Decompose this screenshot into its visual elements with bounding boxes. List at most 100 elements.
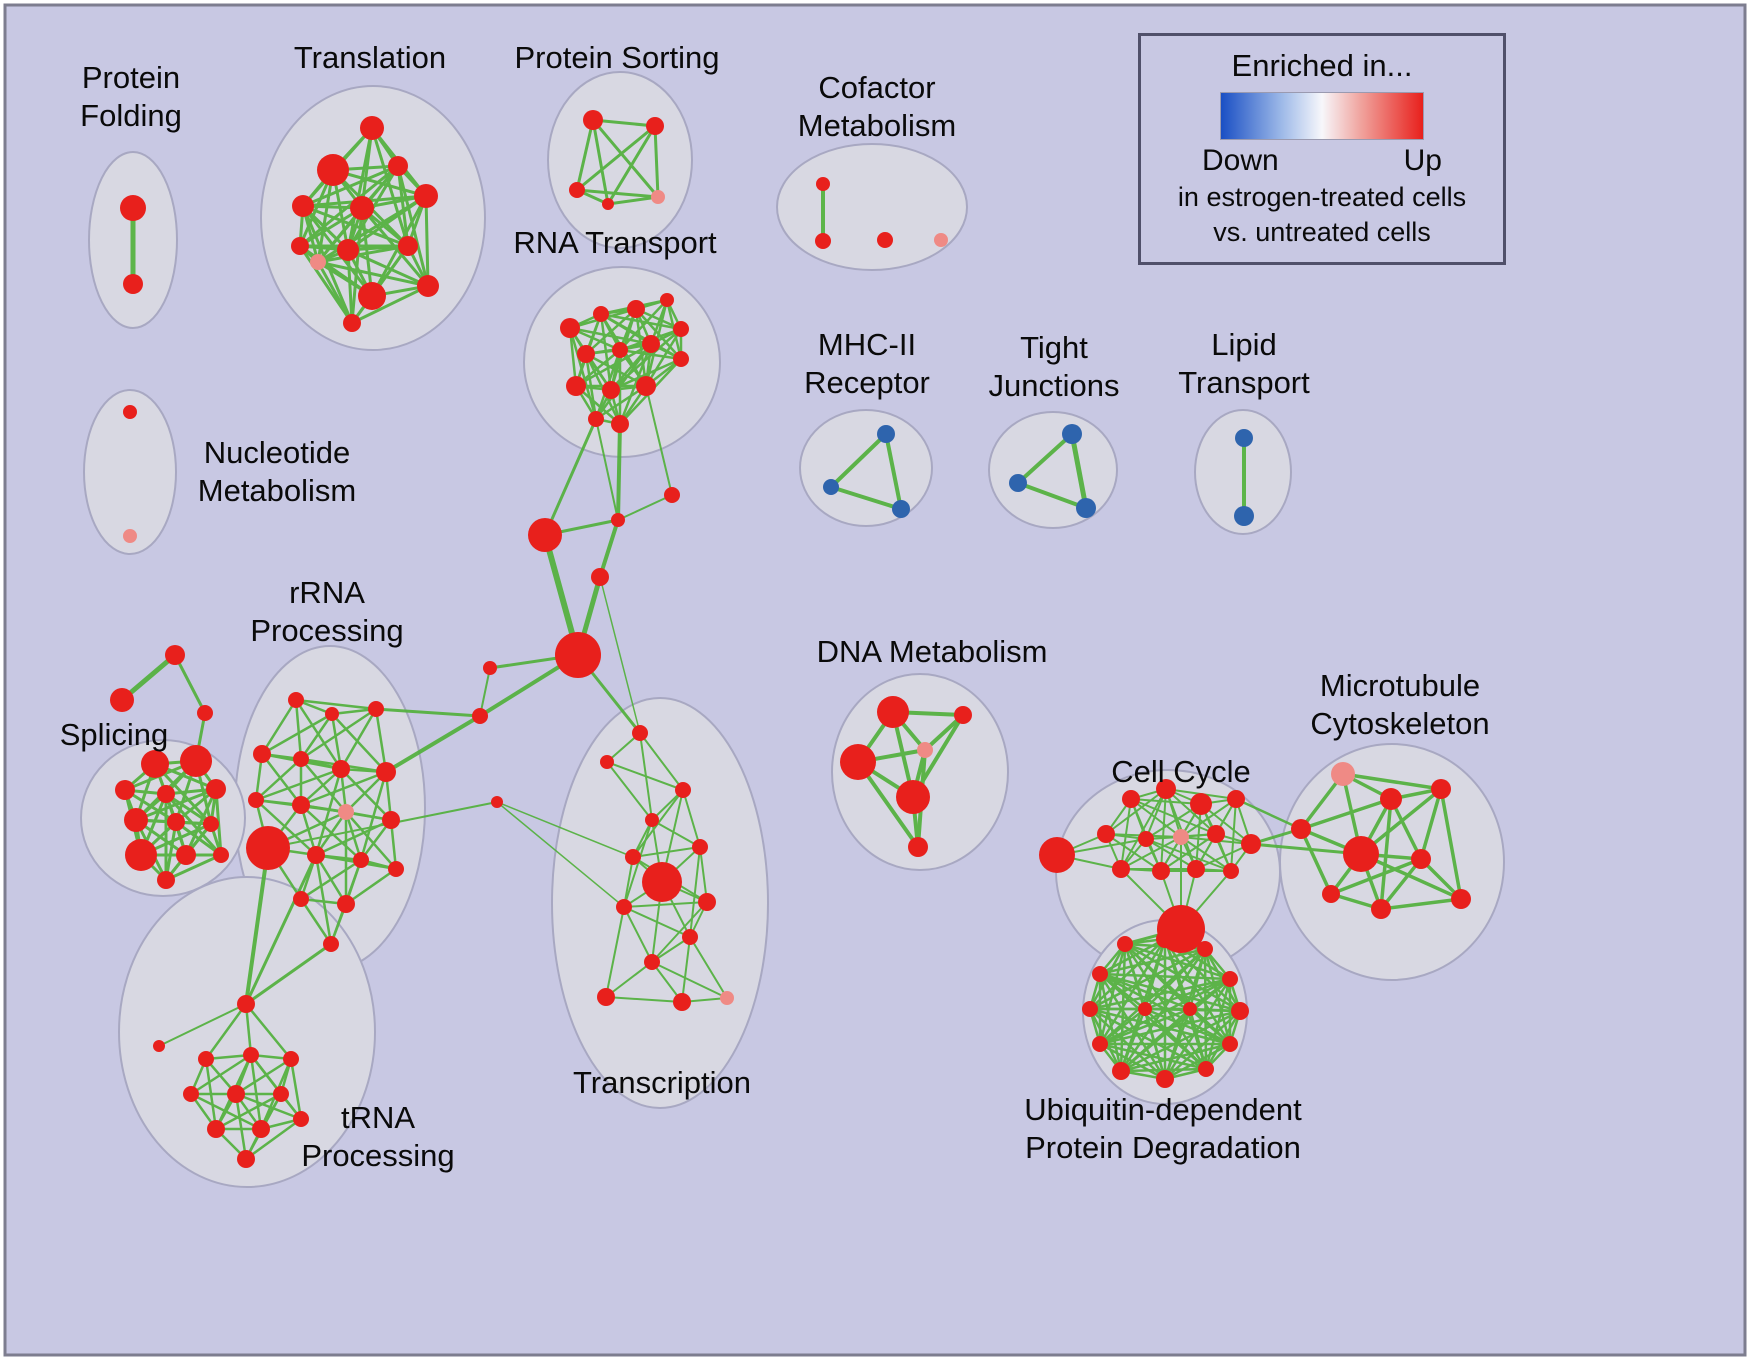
gene-set-node <box>1039 837 1075 873</box>
edge <box>543 417 598 537</box>
gene-set-node <box>337 895 355 913</box>
gene-set-node <box>597 988 615 1006</box>
edge <box>244 1002 293 1061</box>
cluster-label-rrna-processing: rRNA <box>289 575 365 610</box>
cluster-label-protein-folding: Protein <box>82 60 180 95</box>
gene-set-node <box>1138 1002 1152 1016</box>
gene-set-node <box>528 518 562 552</box>
cluster-blob-nucleotide-metabolism <box>83 389 177 555</box>
edge <box>316 260 354 325</box>
edge <box>1098 1042 1208 1071</box>
cluster-label-tight-junctions: Tight <box>1020 330 1088 365</box>
gene-set-node <box>388 156 408 176</box>
edge <box>623 901 708 908</box>
gene-set-node <box>343 314 361 332</box>
cluster-label-mhc-ii-receptor: MHC-II <box>818 327 916 362</box>
gene-set-node <box>1092 966 1108 982</box>
gene-set-node <box>165 645 185 665</box>
edge <box>314 853 333 946</box>
edge <box>1098 1007 1192 1046</box>
gene-set-node <box>120 195 146 221</box>
gene-set-node <box>1343 836 1379 872</box>
edge <box>384 714 482 774</box>
edge <box>254 798 318 857</box>
gene-set-node <box>123 274 143 294</box>
gene-set-node <box>1138 831 1154 847</box>
gene-set-node <box>180 745 212 777</box>
gene-set-node <box>248 792 264 808</box>
gene-set-node <box>602 381 620 399</box>
gene-set-node <box>253 745 271 763</box>
gene-set-node <box>625 849 641 865</box>
edge <box>1016 432 1074 485</box>
cluster-label-splicing: Splicing <box>60 717 169 752</box>
gene-set-node <box>651 190 665 204</box>
edge <box>173 653 207 715</box>
gene-set-node <box>1222 1036 1238 1052</box>
gene-set-node <box>642 862 682 902</box>
edge <box>1234 797 1303 831</box>
cluster-label-microtubule-cytoskeleton: Cytoskeleton <box>1310 706 1489 741</box>
cluster-label-trna-processing: Processing <box>301 1138 454 1173</box>
edge <box>606 761 684 791</box>
edge <box>1119 1042 1232 1073</box>
gene-set-node <box>1009 474 1027 492</box>
edge <box>634 307 648 388</box>
cluster-blob-trna-processing <box>118 876 376 1188</box>
edge <box>1088 947 1207 1011</box>
cluster-label-tight-junctions: Junctions <box>989 368 1120 403</box>
gene-set-node <box>692 839 708 855</box>
gene-set-node <box>815 233 831 249</box>
edge <box>606 761 653 821</box>
cluster-label-rna-transport: RNA Transport <box>513 225 717 260</box>
edge <box>374 707 482 718</box>
edge <box>699 846 708 903</box>
gene-set-node <box>611 513 625 527</box>
gene-set-node <box>1431 779 1451 799</box>
edge <box>1180 836 1232 872</box>
edge <box>651 819 701 848</box>
cluster-blob-microtubule-cytoskeleton <box>1279 743 1505 981</box>
gene-set-node <box>1234 506 1254 526</box>
edge <box>584 307 638 356</box>
cluster-label-dna-metabolism: DNA Metabolism <box>817 634 1048 669</box>
edge <box>234 1092 303 1121</box>
nodes-layer <box>110 110 1471 1168</box>
edge <box>1088 1007 1232 1046</box>
edge <box>346 126 374 252</box>
gene-set-node <box>350 196 374 220</box>
edge <box>299 858 363 901</box>
edge <box>829 432 888 489</box>
edge <box>339 767 393 822</box>
edge <box>1119 1007 1192 1073</box>
edge <box>605 961 653 998</box>
edge <box>606 195 660 206</box>
cluster-blob-splicing <box>80 739 246 897</box>
edge <box>346 248 354 325</box>
edge <box>591 118 610 206</box>
edge <box>299 897 333 946</box>
gene-set-node <box>600 755 614 769</box>
cluster-label-nucleotide-metabolism: Metabolism <box>198 473 357 508</box>
gene-set-node <box>472 708 488 724</box>
gene-set-node <box>207 1120 225 1138</box>
edge <box>1195 843 1252 870</box>
cluster-label-lipid-transport: Lipid <box>1211 327 1277 362</box>
edge <box>1163 1007 1192 1081</box>
gene-set-node <box>293 891 309 907</box>
cluster-label-rrna-processing: Processing <box>250 613 403 648</box>
edge <box>1119 1007 1147 1073</box>
edge <box>244 1117 303 1161</box>
gene-set-node <box>816 177 830 191</box>
edge <box>1379 897 1463 911</box>
gene-set-node <box>110 688 134 712</box>
gene-set-node <box>642 335 660 353</box>
gene-set-node <box>252 1120 270 1138</box>
edge <box>605 996 683 1003</box>
edge <box>1180 798 1237 838</box>
gene-set-node <box>588 411 604 427</box>
edge <box>298 164 400 248</box>
gene-set-node <box>227 1085 245 1103</box>
gene-set-node <box>307 846 325 864</box>
edge <box>1230 798 1237 872</box>
